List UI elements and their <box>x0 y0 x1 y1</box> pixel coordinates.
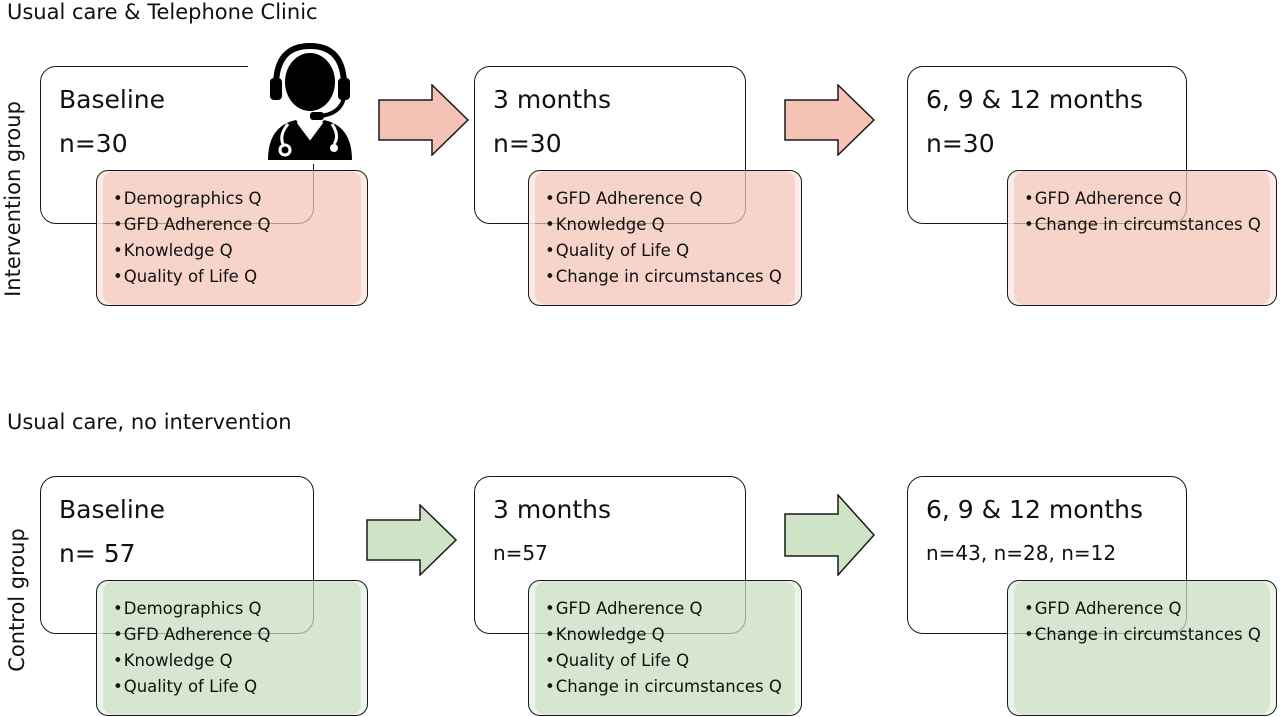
intervention-group-side-label: Intervention group <box>1 101 25 297</box>
stage-sample-size: n=57 <box>493 541 548 565</box>
stage-sample-size: n=30 <box>59 129 128 158</box>
list-item: Quality of Life Q <box>113 264 357 290</box>
stage-title: 6, 9 & 12 months <box>926 495 1144 524</box>
control-6-9-12-months-questionnaires: GFD Adherence Q Change in circumstances … <box>1007 580 1277 716</box>
list-item: Quality of Life Q <box>545 648 791 674</box>
stage-title: 3 months <box>493 85 612 114</box>
stage-title: 3 months <box>493 495 612 524</box>
control-group-header: Usual care, no intervention <box>7 410 292 434</box>
control-baseline-questionnaires: Demographics Q GFD Adherence Q Knowledge… <box>96 580 368 716</box>
list-item: GFD Adherence Q <box>1024 596 1266 622</box>
list-item: GFD Adherence Q <box>113 622 357 648</box>
right-arrow-icon <box>784 494 876 576</box>
right-arrow-icon <box>366 504 458 576</box>
telephone-operator-icon <box>248 32 372 164</box>
list-item: Knowledge Q <box>113 648 357 674</box>
stage-sample-size: n=43, n=28, n=12 <box>926 541 1117 565</box>
list-item: Change in circumstances Q <box>1024 622 1266 648</box>
list-item: Demographics Q <box>113 596 357 622</box>
stage-sample-size: n=30 <box>926 129 995 158</box>
list-item: Change in circumstances Q <box>1024 212 1266 238</box>
list-item: Quality of Life Q <box>113 674 357 700</box>
list-item: GFD Adherence Q <box>545 186 791 212</box>
control-baseline-stage: Baseline n= 57 <box>40 476 314 634</box>
list-item: Knowledge Q <box>545 212 791 238</box>
right-arrow-icon <box>784 84 876 156</box>
list-item: Change in circumstances Q <box>545 264 791 290</box>
control-group-side-label: Control group <box>5 528 29 672</box>
list-item: GFD Adherence Q <box>1024 186 1266 212</box>
intervention-6-9-12-months-questionnaires: GFD Adherence Q Change in circumstances … <box>1007 170 1277 306</box>
list-item: Change in circumstances Q <box>545 674 791 700</box>
intervention-3-months-questionnaires: GFD Adherence Q Knowledge Q Quality of L… <box>528 170 802 306</box>
list-item: Quality of Life Q <box>545 238 791 264</box>
control-3-months-questionnaires: GFD Adherence Q Knowledge Q Quality of L… <box>528 580 802 716</box>
list-item: Knowledge Q <box>545 622 791 648</box>
right-arrow-icon <box>378 84 470 156</box>
stage-title: 6, 9 & 12 months <box>926 85 1144 114</box>
list-item: GFD Adherence Q <box>545 596 791 622</box>
stage-sample-size: n=30 <box>493 129 562 158</box>
stage-sample-size: n= 57 <box>59 539 136 568</box>
list-item: GFD Adherence Q <box>113 212 357 238</box>
stage-title: Baseline <box>59 495 165 524</box>
intervention-group-header: Usual care & Telephone Clinic <box>7 0 318 24</box>
list-item: Demographics Q <box>113 186 357 212</box>
list-item: Knowledge Q <box>113 238 357 264</box>
stage-title: Baseline <box>59 85 165 114</box>
intervention-baseline-questionnaires: Demographics Q GFD Adherence Q Knowledge… <box>96 170 368 306</box>
